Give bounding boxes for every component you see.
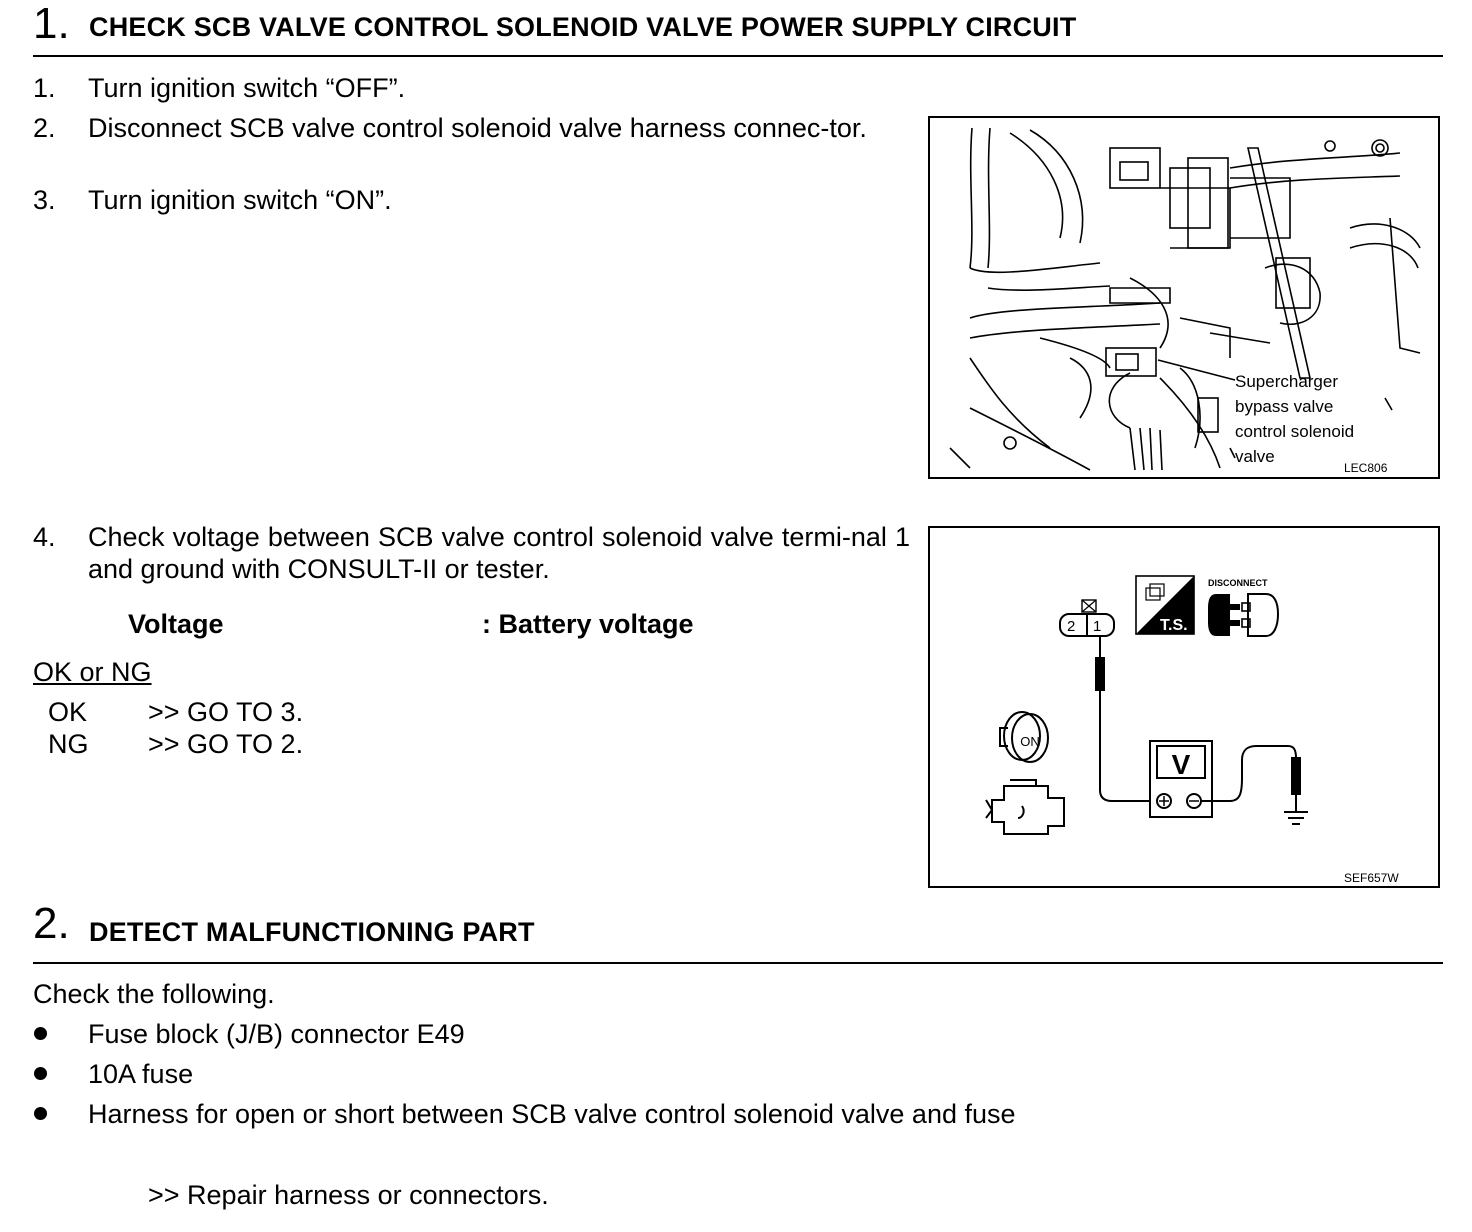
disconnect-icon: DISCONNECT: [1208, 578, 1280, 637]
result-ok-status: OK: [48, 697, 88, 727]
instruction-2-number: 2.: [33, 113, 56, 143]
figure-voltage-check: 2 1 T.S. DISCONNECT ON V SEF657W: [928, 526, 1440, 888]
instruction-3-number: 3.: [33, 185, 56, 215]
step-2-title: DETECT MALFUNCTIONING PART: [89, 917, 535, 947]
check-item-1: Fuse block (J/B) connector E49: [88, 1019, 465, 1049]
voltage-check-diagram: 2 1 T.S. DISCONNECT ON V SEF657W: [985, 575, 1399, 885]
instruction-1-text: Turn ignition switch “OFF”.: [88, 73, 406, 103]
bullet-icon: [34, 1107, 47, 1120]
ignition-on-label: ON: [1020, 734, 1040, 749]
spec-value: : Battery voltage: [482, 609, 694, 639]
figure-1-label-line-3: control solenoid: [1235, 422, 1354, 441]
result-ng-action: >> GO TO 2.: [148, 729, 304, 759]
meter-label: V: [1172, 749, 1191, 780]
step-1-divider: [33, 55, 1443, 57]
step-2-number: 2.: [33, 899, 70, 948]
instruction-3-text: Turn ignition switch “ON”.: [88, 185, 392, 215]
ts-icon: T.S.: [1135, 575, 1195, 635]
figure-2-code: SEF657W: [1344, 871, 1399, 885]
check-item-2: 10A fuse: [88, 1059, 194, 1089]
instruction-4-number: 4.: [33, 522, 56, 552]
spec-label: Voltage: [128, 609, 224, 639]
instruction-4-text: Check voltage between SCB valve control …: [88, 522, 910, 584]
step-2-divider: [33, 962, 1443, 964]
step-1-title: CHECK SCB VALVE CONTROL SOLENOID VALVE P…: [89, 12, 1077, 42]
connector-pin-1: 1: [1093, 618, 1101, 635]
instruction-1-number: 1.: [33, 73, 56, 103]
figure-1-label-line-1: Supercharger: [1235, 372, 1338, 391]
step-2-action: >> Repair harness or connectors.: [148, 1180, 549, 1210]
check-item-3: Harness for open or short between SCB va…: [88, 1099, 1016, 1129]
ts-label: T.S.: [1160, 617, 1188, 634]
result-ng-status: NG: [48, 729, 89, 759]
engine-bay-illustration: Supercharger bypass valve control soleno…: [949, 127, 1421, 475]
disconnect-label: DISCONNECT: [1208, 578, 1268, 588]
figure-1-label-line-2: bypass valve: [1235, 397, 1333, 416]
figure-1-label-line-4: valve: [1235, 447, 1275, 466]
instruction-2-text: Disconnect SCB valve control solenoid va…: [88, 113, 867, 143]
bullet-icon: [34, 1067, 47, 1080]
bullet-icon: [34, 1027, 47, 1040]
figure-solenoid-location: Supercharger bypass valve control soleno…: [928, 116, 1440, 479]
step-2-intro: Check the following.: [33, 979, 275, 1009]
connector-pin-2: 2: [1067, 618, 1075, 635]
result-heading: OK or NG: [33, 657, 152, 687]
result-ok-action: >> GO TO 3.: [148, 697, 304, 727]
step-1-number: 1.: [33, 0, 70, 48]
figure-1-code: LEC806: [1344, 461, 1388, 475]
